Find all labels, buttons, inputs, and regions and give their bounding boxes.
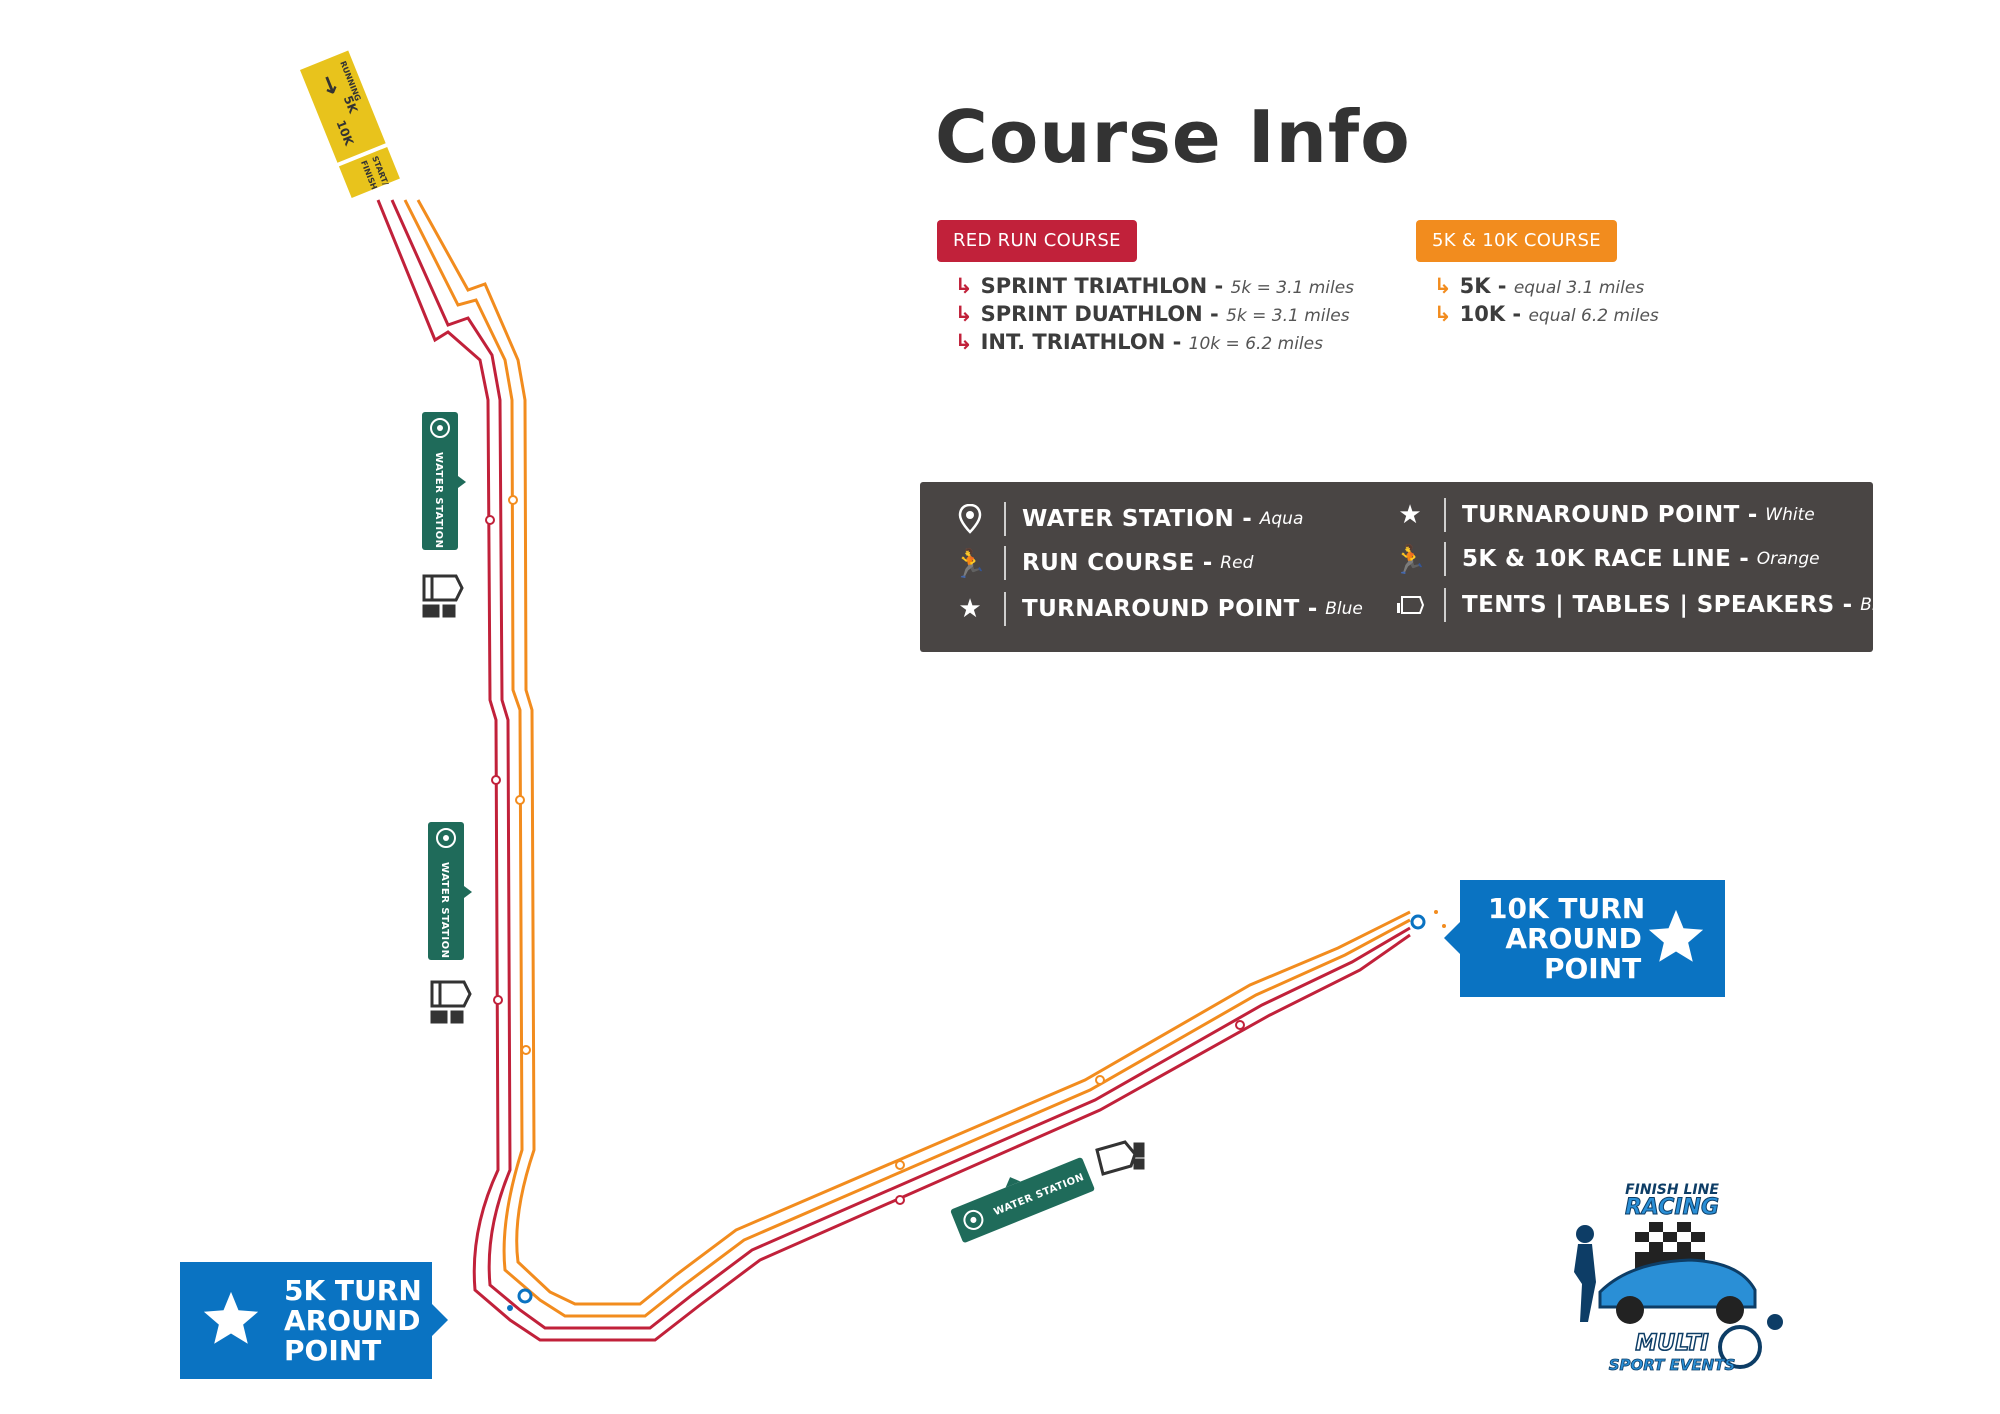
water-station-label: WATER STATION — [439, 862, 450, 959]
red-run-course — [376, 199, 1411, 1342]
arrow-turn-icon: ↳ — [1434, 274, 1452, 298]
red-course-line-outer — [376, 199, 1411, 1342]
page-title: Course Info — [935, 95, 1411, 179]
orange-course-list: ↳5K - equal 3.1 miles ↳10K - equal 6.2 m… — [1434, 272, 1659, 328]
red-marker — [895, 1195, 905, 1205]
arrow-turn-icon: ↳ — [955, 274, 973, 298]
turnaround-line: AROUND — [1505, 922, 1642, 955]
logo-text-finish-line: FINISH LINE — [1625, 1182, 1719, 1198]
orange-marker — [895, 1160, 905, 1170]
orange-marker — [515, 795, 525, 805]
star-icon — [1648, 909, 1704, 962]
runner-icon: 🏃 — [952, 546, 988, 580]
course-item: ↳5K - equal 3.1 miles — [1434, 274, 1645, 298]
runner-icon: 🏃 — [1392, 542, 1428, 576]
water-station-2: WATER STATION — [428, 822, 472, 960]
tent-icon — [1095, 1140, 1145, 1176]
tent-icon — [430, 980, 472, 1024]
turnaround-5k-marker — [507, 1288, 533, 1311]
red-marker — [485, 515, 495, 525]
10k-turnaround-box: 10K TURN AROUND POINT — [1444, 880, 1725, 997]
red-marker — [493, 995, 503, 1005]
star-icon: ★ — [958, 594, 982, 624]
5k-10k-course-badge: 5K & 10K COURSE — [1416, 220, 1617, 262]
course-distance-markers — [485, 495, 1245, 1205]
water-drop-icon — [963, 1209, 984, 1230]
orange-marker — [508, 495, 518, 505]
turnaround-line: 5K TURN — [284, 1274, 422, 1307]
10k-turnaround-label: 10K TURN AROUND POINT — [1488, 894, 1645, 984]
logo-text-multi: MULTI — [1635, 1331, 1708, 1356]
orange-marker — [521, 1045, 531, 1055]
orange-course-line-outer — [403, 199, 1411, 1318]
tent-icon — [422, 574, 464, 618]
legend-turnaround-blue: ★ TURNAROUND POINT-Blue — [950, 592, 1363, 626]
logo-text-sport-events: SPORT EVENTS — [1609, 1356, 1736, 1374]
legend-race-line: 🏃 5K & 10K RACE LINE-Orange — [1390, 542, 1820, 576]
5k-turnaround-box: 5K TURN AROUND POINT — [180, 1262, 448, 1379]
red-run-course-badge: RED RUN COURSE — [937, 220, 1137, 262]
logo-text-racing: RACING — [1625, 1195, 1719, 1220]
course-item: ↳INT. TRIATHLON - 10k = 6.2 miles — [955, 330, 1323, 354]
finish-line-racing-logo: FINISH LINE RACING MULTI SPORT EVENTS — [1574, 1182, 1783, 1374]
water-station-3: WATER STATION — [950, 1157, 1095, 1243]
water-station-1: WATER STATION — [422, 412, 466, 550]
star-icon — [203, 1291, 259, 1344]
sign-5k-label: 5K — [341, 94, 361, 116]
water-station-label: WATER STATION — [433, 452, 444, 549]
legend-tents: TENTS | TABLES | SPEAKERS-Black — [1390, 588, 1906, 622]
star-icon: ★ — [1398, 500, 1422, 530]
turnaround-10k-marker — [1410, 910, 1446, 930]
course-item: ↳10K - equal 6.2 miles — [1434, 302, 1659, 326]
5k-turnaround-label: 5K TURN AROUND POINT — [284, 1276, 422, 1366]
red-marker — [491, 775, 501, 785]
location-pin-icon — [950, 504, 990, 534]
cyclist-silhouette-icon — [1718, 1314, 1783, 1369]
start-finish-sign: RUNNING ↓ 5K 10K START/ FINISH — [300, 50, 400, 198]
legend-turnaround-white: ★ TURNAROUND POINT-White — [1390, 498, 1815, 532]
red-course-line-inner — [390, 199, 1411, 1330]
orange-race-line — [403, 199, 1411, 1318]
legend-water-station: WATER STATION-Aqua — [950, 502, 1303, 536]
red-marker — [1235, 1020, 1245, 1030]
map-legend: WATER STATION-Aqua 🏃 RUN COURSE-Red ★ TU… — [920, 482, 1906, 652]
course-item: ↳SPRINT DUATHLON - 5k = 3.1 miles — [955, 302, 1350, 326]
water-drop-icon — [436, 828, 456, 848]
orange-marker — [1095, 1075, 1105, 1085]
turnaround-line: AROUND — [284, 1304, 421, 1337]
legend-run-course: 🏃 RUN COURSE-Red — [950, 546, 1253, 580]
water-drop-icon — [430, 418, 450, 438]
sports-car-icon — [1598, 1258, 1757, 1324]
runner-silhouette-icon — [1574, 1225, 1596, 1322]
arrow-turn-icon: ↳ — [955, 330, 973, 354]
course-item: ↳SPRINT TRIATHLON - 5k = 3.1 miles — [955, 274, 1355, 298]
red-course-list: ↳SPRINT TRIATHLON - 5k = 3.1 miles ↳SPRI… — [955, 272, 1354, 356]
turnaround-line: POINT — [1543, 952, 1642, 985]
turnaround-line: POINT — [284, 1334, 382, 1367]
orange-course-line-inner — [416, 199, 1411, 1306]
tent-icon — [1390, 593, 1430, 617]
turnaround-line: 10K TURN — [1488, 892, 1646, 925]
arrow-turn-icon: ↳ — [1434, 302, 1452, 326]
arrow-turn-icon: ↳ — [955, 302, 973, 326]
